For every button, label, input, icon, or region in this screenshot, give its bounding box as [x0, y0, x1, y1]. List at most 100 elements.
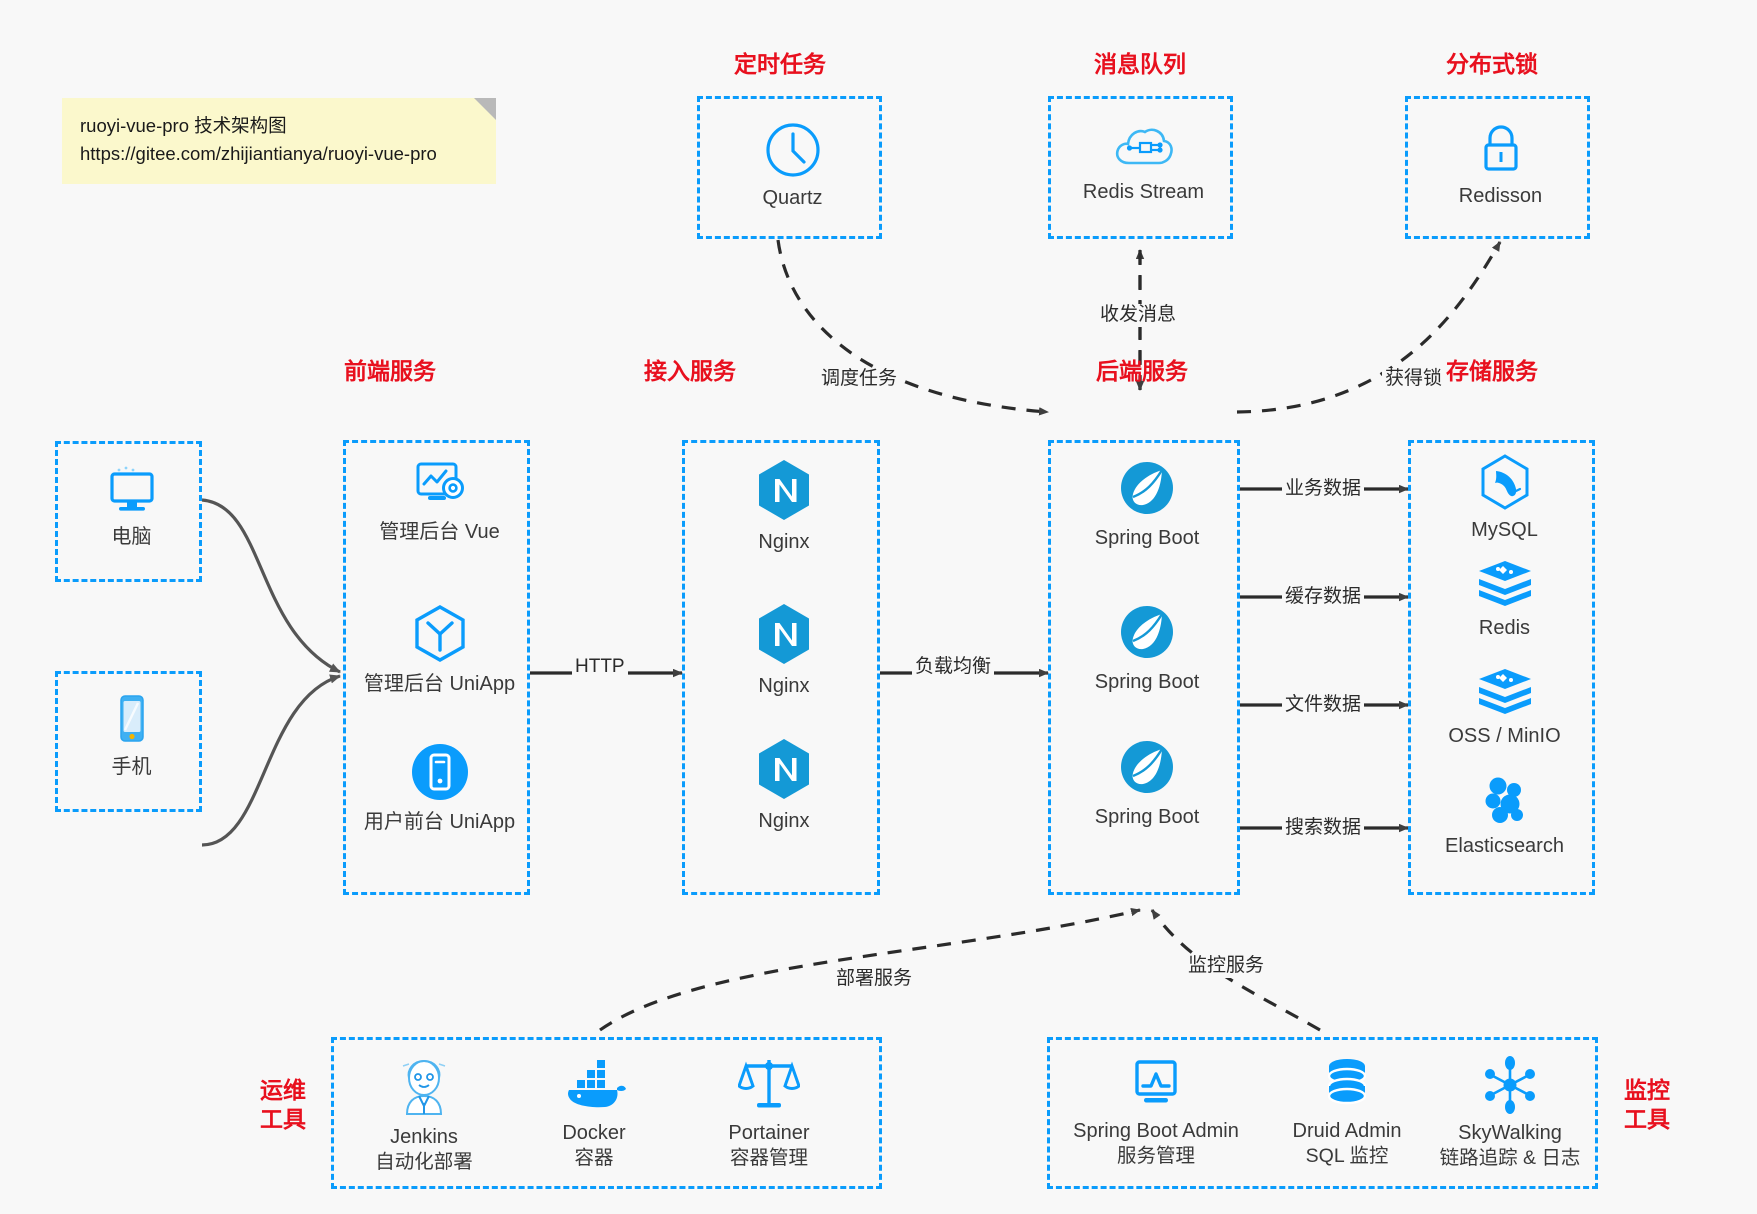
node-label: Portainer: [728, 1122, 810, 1144]
node-label: 电脑: [111, 526, 152, 548]
redis-stack-icon: [1411, 557, 1598, 609]
group-devops: Jenkins 自动化部署 Docker 容器: [331, 1037, 882, 1189]
group-storage: MySQL Redis: [1408, 440, 1595, 895]
nginx-icon: [685, 601, 883, 667]
node-druid-admin[interactable]: Druid Admin SQL 监控: [1262, 1056, 1432, 1169]
node-label: 手机: [111, 756, 152, 778]
edge-label-deploy-service: 部署服务: [833, 968, 916, 991]
node-nginx-2[interactable]: Nginx: [685, 601, 883, 699]
node-redisson[interactable]: Redisson: [1408, 121, 1593, 209]
group-message-queue: Redis Stream: [1048, 96, 1233, 239]
spring-boot-icon: [1051, 736, 1243, 798]
node-nginx-3[interactable]: Nginx: [685, 736, 883, 834]
node-sublabel: 容器: [574, 1147, 614, 1169]
edge-label-cache-data: 缓存数据: [1282, 586, 1365, 609]
node-label: Jenkins: [390, 1126, 458, 1148]
node-spring-boot-2[interactable]: Spring Boot: [1051, 601, 1243, 695]
node-mobile[interactable]: 手机: [58, 690, 205, 780]
group-title-backend: 后端服务: [1096, 358, 1188, 384]
docker-whale-icon: [514, 1056, 674, 1114]
node-user-uniapp[interactable]: 用户前台 UniApp: [346, 741, 533, 835]
group-monitoring: Spring Boot Admin 服务管理 Druid Admin SQL 监…: [1047, 1037, 1598, 1189]
node-jenkins[interactable]: Jenkins 自动化部署: [344, 1056, 504, 1175]
node-sublabel: 自动化部署: [375, 1151, 473, 1173]
group-title-devops-line1: 运维: [260, 1077, 306, 1103]
group-title-gateway: 接入服务: [644, 358, 736, 384]
monitor-chart-icon: [1056, 1056, 1256, 1112]
node-spring-boot-admin[interactable]: Spring Boot Admin 服务管理: [1056, 1056, 1256, 1169]
edge-label-schedule-task: 调度任务: [818, 368, 901, 391]
group-title-devops-line2: 工具: [260, 1105, 306, 1132]
node-label: 管理后台 Vue: [379, 521, 500, 543]
node-label: MySQL: [1471, 519, 1538, 541]
node-admin-vue[interactable]: 管理后台 Vue: [346, 457, 533, 545]
nginx-icon: [685, 736, 883, 802]
mobile-phone-icon: [58, 690, 205, 748]
node-elasticsearch[interactable]: Elasticsearch: [1411, 773, 1598, 859]
node-spring-boot-3[interactable]: Spring Boot: [1051, 736, 1243, 830]
group-title-monitoring-line1: 监控: [1624, 1077, 1670, 1103]
node-label: Elasticsearch: [1445, 835, 1564, 857]
desktop-computer-icon: [58, 462, 205, 518]
group-title-distributed-lock: 分布式锁: [1446, 51, 1538, 77]
portainer-scales-icon: [684, 1056, 854, 1114]
clock-icon: [700, 121, 885, 179]
node-label: Nginx: [758, 810, 810, 832]
elasticsearch-icon: [1411, 773, 1598, 827]
node-spring-boot-1[interactable]: Spring Boot: [1051, 457, 1243, 551]
mobile-circle-icon: [346, 741, 533, 803]
dashboard-gear-icon: [346, 457, 533, 513]
node-mysql[interactable]: MySQL: [1411, 453, 1598, 543]
group-scheduled-task: Quartz: [697, 96, 882, 239]
node-label: Spring Boot: [1094, 527, 1200, 549]
node-label: 用户前台 UniApp: [363, 811, 516, 833]
group-backend: Spring Boot Spring Boot Spring Boot: [1048, 440, 1240, 895]
group-gateway: Nginx Nginx Nginx: [682, 440, 880, 895]
node-label: Redis Stream: [1082, 181, 1205, 203]
group-title-message-queue: 消息队列: [1094, 51, 1186, 77]
edge-label-load-balance: 负载均衡: [912, 656, 995, 679]
edge-label-business-data: 业务数据: [1282, 478, 1365, 501]
node-nginx-1[interactable]: Nginx: [685, 457, 883, 555]
node-oss-minio[interactable]: OSS / MinIO: [1411, 665, 1598, 749]
group-title-devops: 运维 工具: [248, 1076, 318, 1134]
note-line-2: https://gitee.com/zhijiantianya/ruoyi-vu…: [80, 142, 437, 164]
group-title-monitoring: 监控 工具: [1612, 1076, 1682, 1134]
edge-label-http: HTTP: [572, 656, 628, 679]
edge-label-acquire-lock: 获得锁: [1382, 368, 1446, 391]
node-label: OSS / MinIO: [1448, 725, 1561, 747]
note-fold-corner: [474, 98, 496, 120]
node-redis[interactable]: Redis: [1411, 557, 1598, 641]
node-skywalking[interactable]: SkyWalking 链路追踪 & 日志: [1420, 1056, 1600, 1171]
node-label: Spring Boot: [1094, 806, 1200, 828]
group-title-storage: 存储服务: [1446, 358, 1538, 384]
node-sublabel: 服务管理: [1116, 1145, 1195, 1167]
node-redis-stream[interactable]: Redis Stream: [1051, 121, 1236, 205]
node-label: 管理后台 UniApp: [363, 673, 516, 695]
group-frontend: 管理后台 Vue 管理后台 UniApp 用户前台 U: [343, 440, 530, 895]
node-portainer[interactable]: Portainer 容器管理: [684, 1056, 854, 1171]
diagram-note: ruoyi-vue-pro 技术架构图 https://gitee.com/zh…: [62, 98, 496, 184]
node-label: SkyWalking: [1458, 1122, 1562, 1144]
edge-label-monitor-service: 监控服务: [1185, 955, 1268, 978]
node-label: Quartz: [762, 187, 823, 209]
group-client-mobile: 手机: [55, 671, 202, 812]
mysql-dolphin-icon: [1411, 453, 1598, 511]
node-sublabel: 链路追踪 & 日志: [1439, 1147, 1581, 1169]
node-label: Redis: [1478, 617, 1531, 639]
hexagon-cube-icon: [346, 603, 533, 665]
jenkins-butler-icon: [344, 1056, 504, 1118]
cloud-stream-icon: [1051, 121, 1236, 173]
node-docker[interactable]: Docker 容器: [514, 1056, 674, 1171]
node-label: Redisson: [1458, 185, 1543, 207]
node-admin-uniapp[interactable]: 管理后台 UniApp: [346, 603, 533, 697]
spring-boot-icon: [1051, 457, 1243, 519]
group-distributed-lock: Redisson: [1405, 96, 1590, 239]
edge-label-send-receive-message: 收发消息: [1097, 304, 1180, 327]
group-title-monitoring-line2: 工具: [1624, 1105, 1670, 1132]
skywalking-node-icon: [1420, 1056, 1600, 1114]
spring-boot-icon: [1051, 601, 1243, 663]
node-desktop[interactable]: 电脑: [58, 462, 205, 550]
node-quartz[interactable]: Quartz: [700, 121, 885, 211]
